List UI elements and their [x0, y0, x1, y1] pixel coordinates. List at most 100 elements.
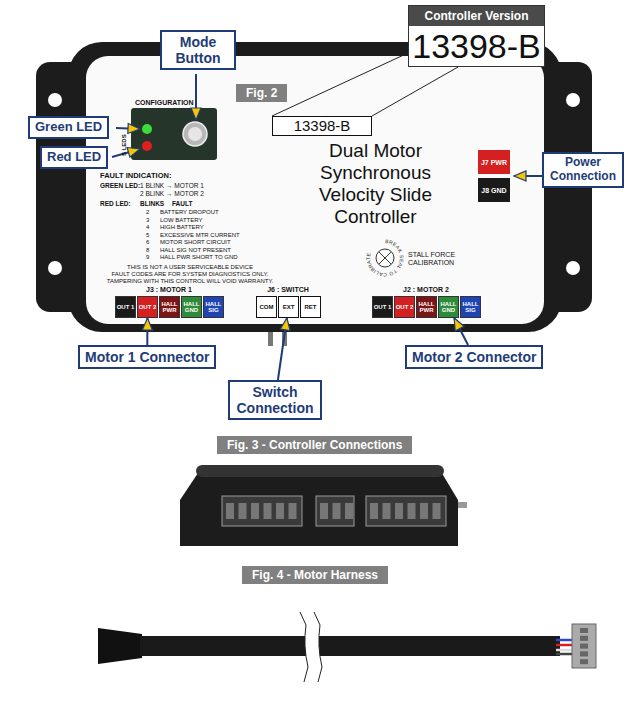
- callout-box: Motor 1 Connector: [78, 345, 216, 369]
- label-text: BLINKS: [140, 200, 164, 207]
- socket-pin: [226, 503, 234, 519]
- box-text: 13398-B: [409, 26, 544, 66]
- box-text: HALL PWR: [160, 301, 179, 313]
- connector-pin: [580, 644, 588, 649]
- box-text: Mode Button: [167, 34, 229, 66]
- harness-boot: [98, 628, 142, 664]
- label-text: 9: [146, 254, 149, 261]
- connector-socket: [366, 496, 446, 526]
- socket-pin: [251, 503, 259, 519]
- figure-label: Fig. 3 - Controller Connections: [217, 436, 412, 454]
- callout-box: Motor 2 Connector: [405, 345, 543, 369]
- label-text: J2 : MOTOR 2: [372, 286, 480, 294]
- callout-box: Green LED: [28, 116, 109, 139]
- box-text: Green LED: [35, 120, 102, 135]
- figure-label: Fig. 2: [236, 84, 287, 102]
- label-text: 4: [146, 224, 149, 231]
- connector-pin: HALL PWR: [159, 296, 180, 318]
- label-text: HALL PWR SHORT TO GND: [160, 254, 238, 261]
- power-terminal: J7 PWR: [478, 150, 510, 174]
- connector-pin: HALL SIG: [203, 296, 224, 318]
- mount-hole: [566, 261, 580, 275]
- label-text: J6 : SWITCH: [256, 286, 320, 294]
- callout-arrow: [514, 175, 542, 177]
- label-text: HALL SIG NOT PRESENT: [160, 247, 231, 254]
- socket-pin: [395, 503, 403, 519]
- label-text: THIS IS NOT A USER SERVICEABLE DEVICE: [95, 264, 285, 271]
- callout-arrow: [454, 318, 468, 345]
- callout-box: Power Connection: [542, 152, 624, 188]
- ground-terminal: J8 GND: [478, 178, 510, 202]
- break-line: [300, 612, 308, 682]
- label-text: S LEDS: [121, 134, 128, 156]
- connector-pin: [580, 651, 588, 656]
- connector-pin: [580, 628, 588, 633]
- label-text: HIGH BATTERY: [160, 224, 204, 231]
- box-text: J7 PWR: [481, 159, 507, 166]
- label-text: GREEN LED:: [100, 182, 140, 189]
- socket-pin: [289, 503, 297, 519]
- connector-socket: [222, 496, 302, 526]
- seal-text: BREAK SEAL TO CALIBRATE: [365, 238, 405, 278]
- box-text: 13398-B: [273, 117, 371, 135]
- figure-label: Fig. 4 - Motor Harness: [242, 566, 388, 584]
- box-text: RET: [305, 304, 317, 310]
- connector-pins: [580, 628, 588, 664]
- callout-box: Mode Button: [160, 30, 236, 70]
- wire: [556, 649, 574, 652]
- label-text: Dual Motor Synchronous Velocity Slide Co…: [288, 140, 463, 228]
- socket-pin: [408, 503, 416, 519]
- mount-hole: [566, 93, 580, 107]
- connector-pin: OUT 2: [137, 296, 158, 318]
- connector-pin: [580, 659, 588, 664]
- callout-arrow: [195, 74, 197, 120]
- pot-slot: [379, 252, 391, 264]
- seal-text-ring: BREAK SEAL TO CALIBRATE: [362, 235, 408, 281]
- connector-pin: HALL GND: [438, 296, 459, 318]
- wire: [556, 639, 574, 642]
- callout-box: Red LED: [40, 146, 108, 169]
- box-text: OUT 2: [396, 304, 414, 310]
- mount-hole: [48, 261, 62, 275]
- green-led: [142, 124, 152, 134]
- connector-pin: EXT: [278, 296, 299, 318]
- label-text: RED LED:: [100, 200, 131, 207]
- box-text: J8 GND: [481, 187, 506, 194]
- socket-pin: [320, 503, 328, 519]
- mount-hole: [48, 93, 62, 107]
- box-text: Fig. 2: [246, 86, 277, 100]
- socket-pin: [370, 503, 378, 519]
- label-text: J3 : MOTOR 1: [115, 286, 223, 294]
- harness-connector: [572, 624, 596, 668]
- socket-pin: [420, 503, 428, 519]
- connector-pin: OUT 2: [394, 296, 415, 318]
- callout-arrow: [278, 318, 287, 380]
- box-text: Motor 2 Connector: [412, 349, 536, 365]
- box-text: COM: [260, 304, 274, 310]
- socket-pin: [433, 503, 441, 519]
- housing-top-edge: [196, 465, 444, 477]
- label-text: CONFIGURATION: [135, 99, 194, 107]
- box-text: OUT 2: [139, 304, 157, 310]
- label-text: LOW BATTERY: [160, 217, 202, 224]
- harness-cable: [140, 636, 560, 656]
- label-text: 6: [146, 239, 149, 246]
- socket-pin: [345, 503, 353, 519]
- box-text: OUT 1: [374, 304, 392, 310]
- label-text: FAULT: [172, 200, 192, 207]
- callout-arrow: [116, 128, 140, 129]
- callout-arrow: [146, 318, 148, 345]
- wire: [556, 644, 574, 647]
- connector-pin: RET: [300, 296, 321, 318]
- label-text: 2: [146, 209, 149, 216]
- box-text: Switch Connection: [235, 384, 315, 416]
- connector-pin: [580, 636, 588, 641]
- box-text: Fig. 4 - Motor Harness: [252, 568, 378, 582]
- mode-button-cap: [188, 127, 202, 141]
- label-text: FAULT INDICATION:: [100, 172, 171, 180]
- controller-housing: [68, 42, 562, 332]
- power-tab: [458, 502, 467, 508]
- box-text: HALL GND: [182, 301, 201, 313]
- label-text: BATTERY DROPOUT: [160, 209, 219, 216]
